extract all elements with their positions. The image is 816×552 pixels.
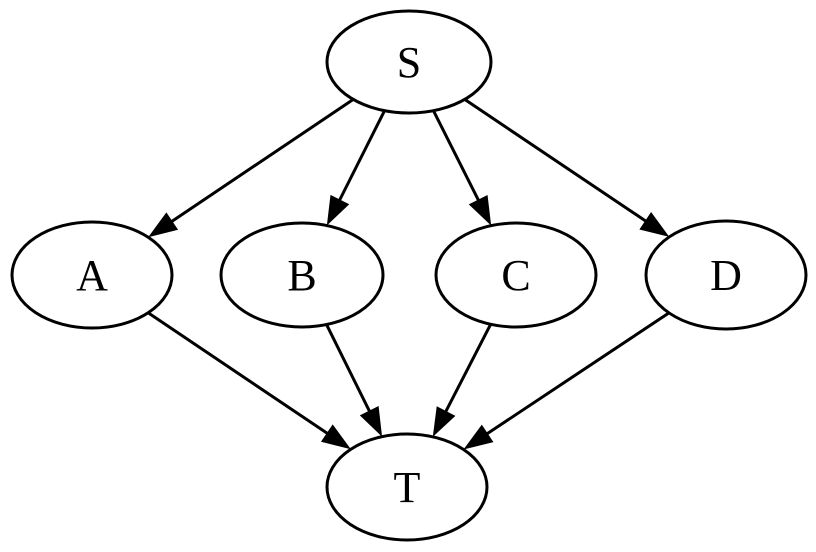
node-t-ellipse [325, 432, 489, 542]
node-c-ellipse [434, 221, 598, 329]
node-s: S [325, 9, 493, 115]
node-c-label: C [501, 251, 530, 300]
node-s-label: S [397, 38, 421, 87]
arrowhead-icon [468, 194, 492, 226]
edge-line-d-t [485, 311, 670, 436]
node-d-label: D [710, 251, 742, 300]
arrowhead-icon [359, 405, 383, 437]
edge-line-c-t [443, 323, 492, 414]
edge-d-t [463, 311, 670, 450]
node-b-label: B [287, 251, 316, 300]
arrowhead-icon [326, 194, 350, 226]
edge-s-d [463, 98, 670, 237]
node-s-ellipse [325, 9, 493, 115]
arrowhead-icon [639, 212, 670, 237]
node-d-ellipse [644, 219, 808, 331]
arrowhead-icon [148, 212, 179, 238]
node-t-label: T [394, 463, 421, 512]
edge-line-s-c [432, 110, 481, 203]
node-d: D [644, 219, 808, 331]
node-t: T [325, 432, 489, 542]
edge-b-t [325, 323, 383, 437]
edge-line-b-t [325, 323, 372, 414]
arrowhead-icon [463, 424, 494, 450]
edge-s-b [326, 110, 386, 226]
node-a: A [10, 220, 174, 330]
edge-s-a [148, 98, 355, 238]
edge-a-t [147, 311, 351, 450]
edge-line-s-d [463, 98, 648, 224]
edge-s-c [432, 110, 492, 226]
node-b: B [219, 221, 385, 329]
node-a-label: A [76, 251, 108, 300]
edge-line-s-b [337, 110, 386, 203]
nodes-layer: S A B C D T [10, 9, 808, 542]
arrowhead-icon [320, 424, 351, 450]
arrowhead-icon [432, 406, 456, 437]
node-b-ellipse [219, 221, 385, 329]
edge-line-s-a [169, 98, 355, 224]
node-c: C [434, 221, 598, 329]
edge-line-a-t [147, 311, 330, 436]
edge-c-t [432, 323, 492, 437]
edges-layer [147, 98, 670, 450]
node-a-ellipse [10, 220, 174, 330]
